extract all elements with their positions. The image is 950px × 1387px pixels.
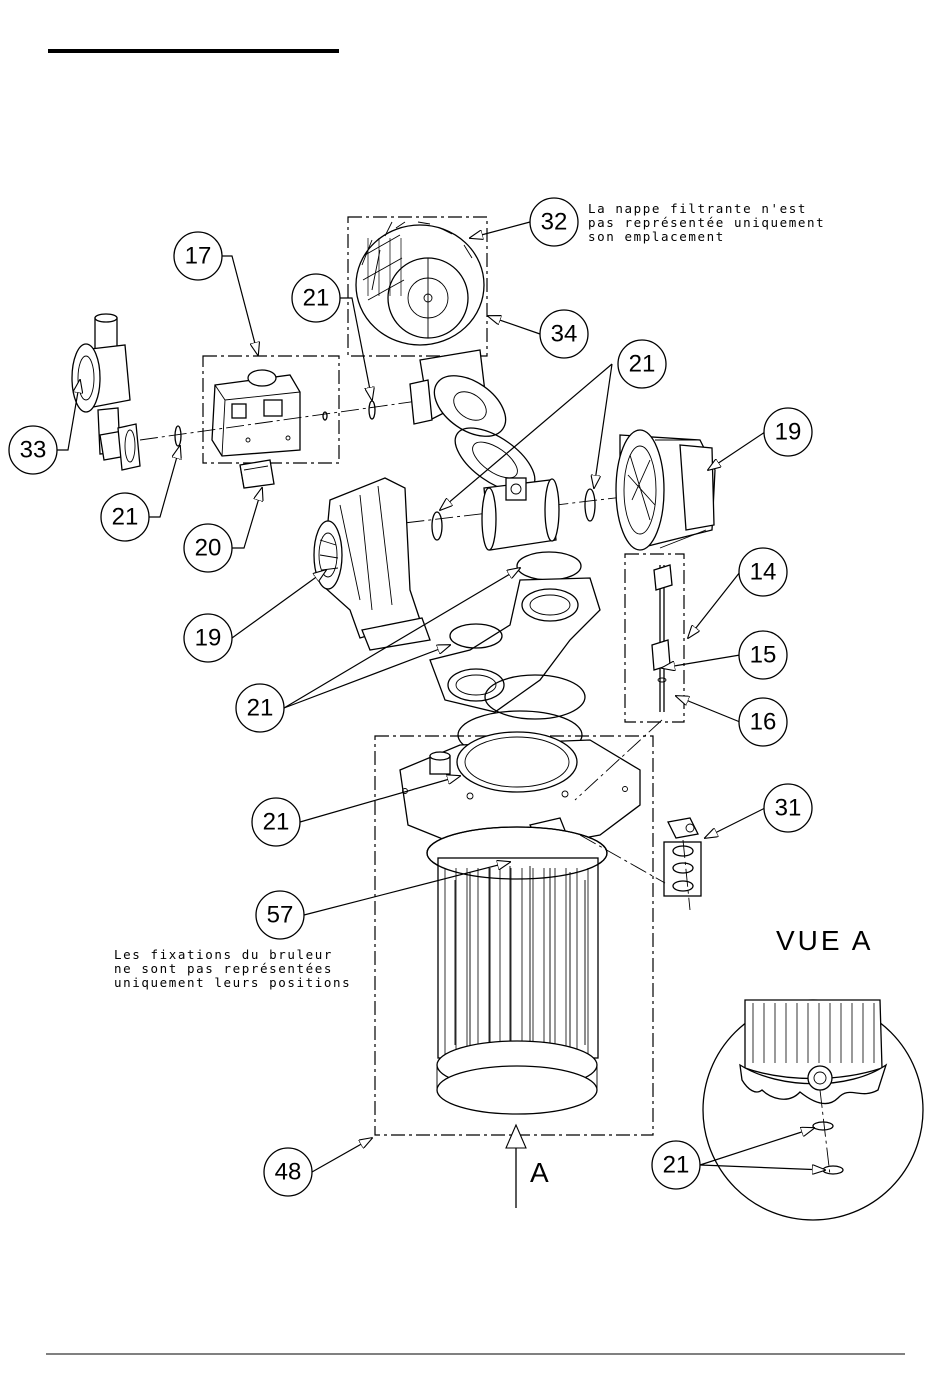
callout-21d: 21: [236, 684, 284, 732]
callout-16-label: 16: [750, 709, 777, 736]
part-19-fan-right: [616, 430, 715, 550]
callout-19b: 19: [184, 614, 232, 662]
gasket-21-valve-out: [369, 401, 375, 419]
burner-plates-stack: [430, 552, 600, 759]
part-48-burner: [375, 732, 653, 1135]
note-burner: Les fixations du bruleur ne sont pas rep…: [114, 947, 351, 990]
callout-19a-label: 19: [775, 419, 802, 446]
gasket-21-valve-in: [323, 412, 327, 420]
note-filter-line-1: La nappe filtrante n'est: [588, 201, 807, 216]
callout-14: 14: [739, 548, 787, 596]
callout-48: 48: [264, 1148, 312, 1196]
view-arrow-a-label: A: [530, 1157, 552, 1188]
callout-21f-label: 21: [663, 1152, 690, 1179]
vue-a-title: VUE A: [776, 925, 873, 956]
callout-32-label: 32: [541, 209, 568, 236]
callout-15: 15: [739, 631, 787, 679]
part-17-gas-valve: [203, 356, 339, 463]
part-20-connector: [240, 460, 274, 488]
note-filter-line-3: son emplacement: [588, 229, 725, 244]
part-34-fan-wheel: [348, 217, 487, 356]
callout-21e: 21: [252, 798, 300, 846]
callout-15-label: 15: [750, 642, 777, 669]
callout-32: 32: [530, 198, 578, 246]
gasket-21-inlet: [175, 426, 181, 446]
note-burner-line-3: uniquement leurs positions: [114, 975, 351, 990]
callout-34-label: 34: [551, 321, 578, 348]
callout-31-label: 31: [775, 795, 802, 822]
callout-20: 20: [184, 524, 232, 572]
note-filter: La nappe filtrante n'est pas représentée…: [588, 201, 825, 244]
callout-19a: 19: [764, 408, 812, 456]
callout-17: 17: [174, 232, 222, 280]
callout-34: 34: [540, 310, 588, 358]
view-arrow-a: [506, 1125, 526, 1208]
note-burner-line-1: Les fixations du bruleur: [114, 947, 333, 962]
callout-21f: 21: [652, 1141, 700, 1189]
callout-17-label: 17: [185, 243, 212, 270]
callout-21c: 21: [101, 493, 149, 541]
callout-33: 33: [9, 426, 57, 474]
callout-21a-label: 21: [303, 285, 330, 312]
vue-a-detail: [703, 1000, 923, 1220]
callout-33-label: 33: [20, 437, 47, 464]
callout-21b-label: 21: [629, 351, 656, 378]
callout-21d-label: 21: [247, 695, 274, 722]
note-filter-line-2: pas représentée uniquement: [588, 215, 825, 230]
part-19-fan-left: [314, 478, 430, 650]
callout-48-label: 48: [275, 1159, 302, 1186]
callout-20-label: 20: [195, 535, 222, 562]
callout-21c-label: 21: [112, 504, 139, 531]
callout-31: 31: [764, 784, 812, 832]
callout-57-label: 57: [267, 902, 294, 929]
callout-21e-label: 21: [263, 809, 290, 836]
callout-21b: 21: [618, 340, 666, 388]
callout-57: 57: [256, 891, 304, 939]
callout-21a: 21: [292, 274, 340, 322]
callout-16: 16: [739, 698, 787, 746]
callout-14-label: 14: [750, 559, 777, 586]
part-33-gas-inlet: [72, 314, 140, 470]
callout-19b-label: 19: [195, 625, 222, 652]
note-burner-line-2: ne sont pas représentées: [114, 961, 333, 976]
